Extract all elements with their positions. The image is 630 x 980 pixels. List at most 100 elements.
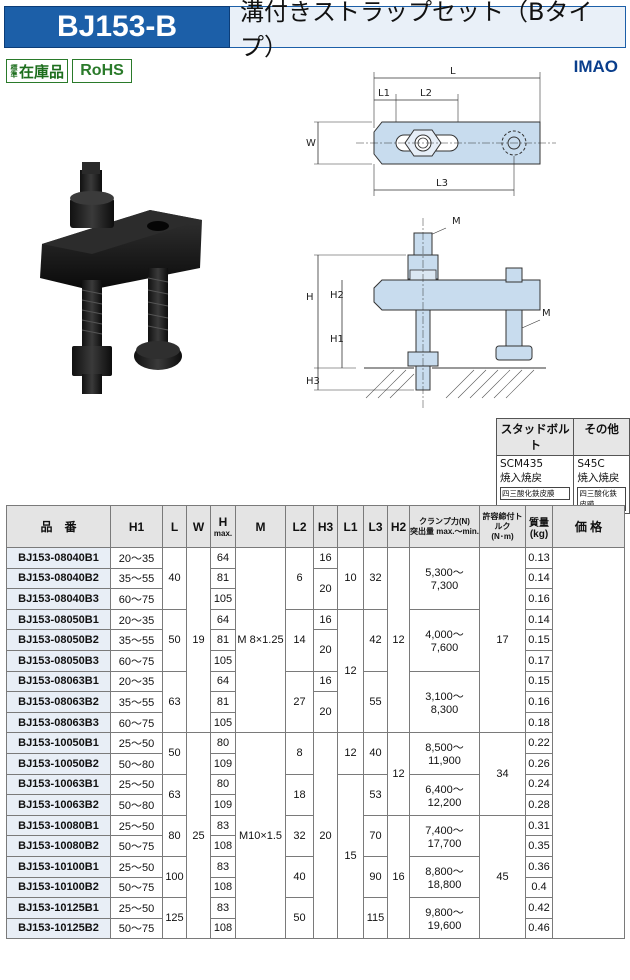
spec-cell: 25～50 (110, 855, 163, 878)
spec-cell: 14 (285, 608, 314, 672)
col-l: L (162, 505, 187, 548)
spec-cell: 81 (210, 691, 236, 713)
spec-cell: 50～80 (110, 794, 163, 816)
product-code: BJ153-B (4, 6, 230, 48)
stock-badge: 標準 在庫品 (6, 59, 69, 83)
spec-cell: 64 (210, 547, 236, 569)
spec-cell: 20～35 (110, 670, 163, 693)
spec-cell: 90 (363, 855, 388, 899)
spec-cell: 9,800～19,600 (409, 897, 480, 940)
col-price: 価 格 (552, 505, 625, 548)
part-number-cell: BJ153-10100B2 (6, 876, 111, 899)
spec-cell: 20～35 (110, 608, 163, 631)
spec-cell: 25～50 (110, 814, 163, 837)
spec-cell: 0.42 (525, 897, 553, 919)
spec-cell: 0.46 (525, 917, 553, 940)
spec-cell: 6,400～12,200 (409, 773, 480, 816)
spec-cell: 40 (363, 732, 388, 775)
label-H1: H1 (330, 334, 344, 345)
spec-cell: 32 (285, 814, 314, 857)
label-W: W (306, 138, 316, 149)
spec-cell: 20 (313, 629, 338, 672)
spec-cell: 8 (285, 732, 314, 775)
spec-cell: 50～75 (110, 917, 163, 940)
spec-cell: 55 (363, 670, 388, 734)
spec-cell: 0.17 (525, 649, 553, 672)
part-number-cell: BJ153-10050B1 (6, 732, 111, 754)
stock-badge-label: 在庫品 (19, 62, 65, 81)
spec-cell: 63 (162, 773, 187, 816)
spec-cell: 12 (387, 732, 410, 816)
spec-cell: 81 (210, 629, 236, 651)
spec-cell: 83 (210, 897, 236, 919)
spec-cell: 115 (363, 897, 388, 940)
spec-cell: 60～75 (110, 649, 163, 672)
spec-cell: 25～50 (110, 732, 163, 754)
spec-cell: 16 (313, 608, 338, 631)
part-number-cell: BJ153-08063B1 (6, 670, 111, 693)
spec-cell: 10 (337, 547, 364, 610)
spec-cell: 83 (210, 814, 236, 837)
spec-cell: 125 (162, 897, 187, 940)
col-w: W (186, 505, 211, 548)
spec-cell: 18 (285, 773, 314, 816)
part-number-cell: BJ153-08050B1 (6, 608, 111, 631)
part-number-cell: BJ153-10100B1 (6, 855, 111, 878)
spec-cell: 32 (363, 547, 388, 610)
product-photo (40, 162, 202, 394)
spec-cell: 25～50 (110, 897, 163, 919)
part-number-cell: BJ153-10080B2 (6, 835, 111, 857)
material-header-stud: スタッドボルト (495, 418, 575, 456)
part-number-cell: BJ153-10080B1 (6, 814, 111, 837)
spec-cell: 0.16 (525, 691, 553, 713)
spec-cell: 42 (363, 608, 388, 672)
spec-cell: 81 (210, 567, 236, 590)
page-header: BJ153-B 溝付きストラップセット（Bタイプ） (4, 0, 626, 61)
label-L2: L2 (420, 88, 432, 99)
spec-cell: 40 (162, 547, 187, 610)
spec-cell: 64 (210, 608, 236, 631)
label-L3: L3 (436, 178, 448, 189)
spec-cell: 16 (387, 814, 410, 940)
spec-cell: 0.4 (525, 876, 553, 899)
col-torque: 許容締付トルク(N･m) (479, 505, 526, 548)
spec-cell: 0.15 (525, 629, 553, 651)
col-l2: L2 (285, 505, 314, 548)
spec-cell: 108 (210, 835, 236, 857)
spec-cell: 109 (210, 794, 236, 816)
spec-cell: 0.28 (525, 794, 553, 816)
part-number-cell: BJ153-10125B2 (6, 917, 111, 940)
spec-cell: 64 (210, 670, 236, 693)
spec-cell: 12 (337, 608, 364, 734)
spec-cell: 70 (363, 814, 388, 857)
spec-cell: 17 (479, 546, 526, 734)
spec-cell: 108 (210, 917, 236, 940)
spec-cell: 25 (186, 732, 211, 940)
spec-cell: 34 (479, 732, 526, 816)
spec-cell: 0.22 (525, 732, 553, 754)
spec-cell: 50 (162, 608, 187, 672)
spec-cell: 35～55 (110, 691, 163, 713)
spec-cell: 35～55 (110, 567, 163, 590)
label-H: H (306, 292, 314, 303)
part-number-cell: BJ153-10125B1 (6, 897, 111, 919)
col-l3: L3 (363, 505, 388, 548)
spec-cell: 35～55 (110, 629, 163, 651)
part-number-cell: BJ153-08063B2 (6, 691, 111, 713)
spec-cell: 7,400～17,700 (409, 814, 480, 857)
spec-cell: 105 (210, 649, 236, 672)
spec-cell: 20 (313, 691, 338, 734)
spec-cell: 45 (479, 814, 526, 940)
spec-cell: 80 (162, 814, 187, 857)
spec-cell: 0.24 (525, 773, 553, 796)
spec-cell: 16 (313, 670, 338, 693)
spec-cell: 20～35 (110, 547, 163, 569)
